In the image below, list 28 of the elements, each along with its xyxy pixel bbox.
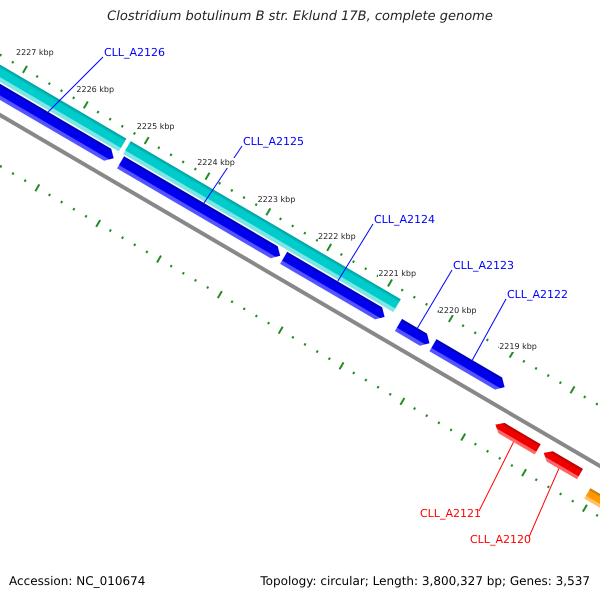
gene-label: CLL_A2123 [453, 259, 514, 272]
scale-label: 2219 kbp [499, 342, 537, 352]
gene-feature [495, 422, 541, 454]
scale-label: 2224 kbp [197, 158, 235, 168]
scale-label: 2222 kbp [318, 232, 356, 242]
scale-label: 2225 kbp [136, 122, 174, 132]
scale-label: 2223 kbp [258, 195, 296, 205]
gene-label: CLL_A2125 [243, 135, 304, 148]
gene-feature [117, 156, 280, 258]
leader-line [472, 298, 506, 361]
gene-label: CLL_A2124 [374, 213, 435, 226]
gene-label: CLL_A2120 [470, 533, 531, 546]
accession-text: Accession: NC_010674 [9, 574, 146, 588]
gene-feature [544, 451, 583, 480]
gene-label: CLL_A2121 [420, 507, 481, 520]
scale-label: 2221 kbp [378, 268, 416, 278]
scale-label: 2226 kbp [76, 84, 114, 94]
gene-feature [394, 318, 430, 346]
leader-line [337, 224, 374, 282]
scale-label: 2220 kbp [438, 306, 476, 316]
leader-line [478, 442, 514, 512]
diagram-title: Clostridium botulinum B str. Eklund 17B, complete genome [106, 9, 494, 25]
gene-label: CLL_A2126 [104, 46, 165, 60]
leader-line [417, 270, 452, 328]
leader-line [528, 468, 560, 538]
scale-label: 2227 kbp [16, 48, 54, 58]
genome-info-text: Topology: circular; Length: 3,800,327 bp; Genes: 3,537 [260, 574, 590, 588]
gene-label: CLL_A2122 [507, 288, 568, 302]
